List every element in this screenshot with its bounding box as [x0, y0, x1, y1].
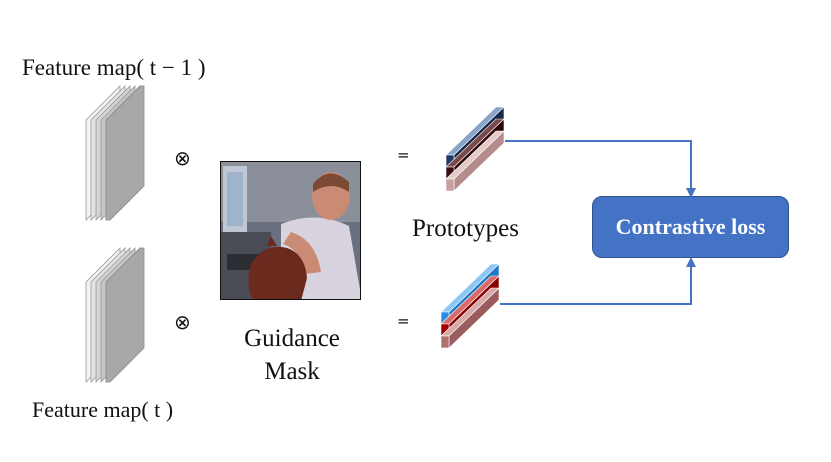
- feature-map-prev-stack-layers: [85, 85, 145, 221]
- guidance-mask-title-line2: Mask: [264, 358, 320, 385]
- equals-operator-top: =: [397, 146, 410, 164]
- feature-map-prev-label: Feature map( t − 1 ): [22, 55, 206, 80]
- connector-arrow-bottom: [500, 257, 696, 305]
- prototype-bars-prev: [445, 106, 505, 192]
- guidance-mask-title: Guidance Mask: [234, 322, 350, 388]
- multiply-operator-top: ⊗: [174, 146, 191, 170]
- feature-map-curr-stack-layers: [85, 247, 145, 383]
- prototype-bars-curr: [440, 263, 500, 349]
- equals-operator-bottom: =: [397, 312, 410, 330]
- multiply-operator-bottom: ⊗: [174, 310, 191, 334]
- guidance-mask-image: [220, 161, 361, 300]
- prototype-bar-3: [440, 287, 500, 349]
- feature-map-layer: [86, 88, 112, 120]
- prototype-bar-3: [445, 130, 505, 192]
- feature-map-front-face: [105, 85, 145, 221]
- feature-map-prev-stack: [86, 88, 112, 120]
- prototypes-label: Prototypes: [412, 215, 519, 242]
- feature-map-curr-label: Feature map( t ): [32, 397, 174, 422]
- connector-arrow-top: [505, 140, 696, 198]
- guidance-mask-title-line1: Guidance: [244, 325, 340, 352]
- feature-map-front-face: [105, 247, 145, 383]
